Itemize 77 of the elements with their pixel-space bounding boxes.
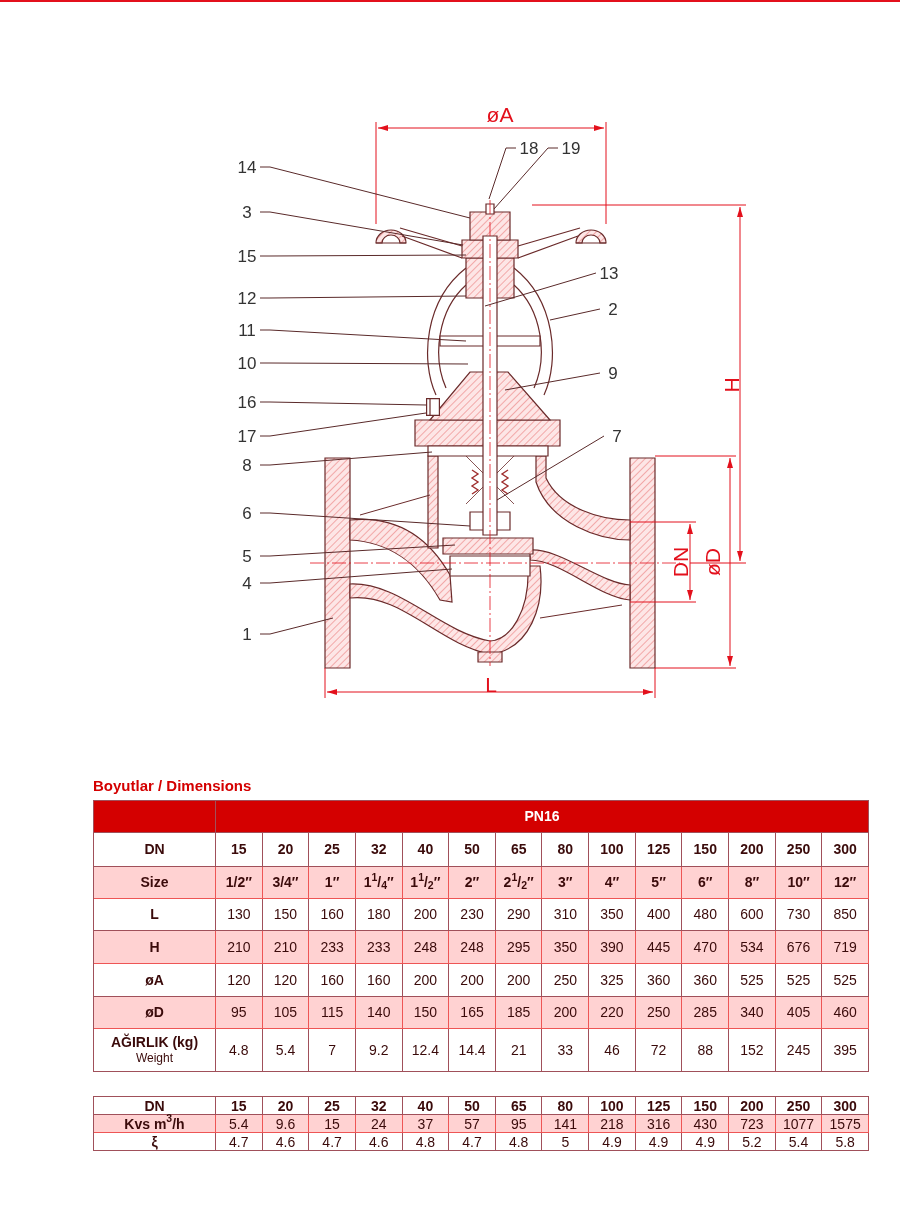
table-cell: 33 xyxy=(542,1029,590,1072)
table-cell: 4.9 xyxy=(589,1133,636,1151)
leader-line xyxy=(259,451,433,466)
table-cell: 245 xyxy=(775,1029,823,1072)
callout-number: 8 xyxy=(234,454,260,476)
callout-number: 5 xyxy=(234,545,260,567)
dimension-label: DN xyxy=(669,546,691,578)
table-cell: 5.8 xyxy=(822,1133,869,1151)
dimension-label: H xyxy=(720,377,742,393)
callout-number: 12 xyxy=(234,287,260,309)
table-cell: 7 xyxy=(309,1029,356,1072)
table-cell: 5 xyxy=(542,1133,590,1151)
callout-number: 1 xyxy=(234,623,260,645)
leader-line xyxy=(493,147,559,210)
table-cell: ξ xyxy=(94,1133,216,1151)
callout-number: 4 xyxy=(234,572,260,594)
table-cell: 12.4 xyxy=(402,1029,450,1072)
table-cell: 72 xyxy=(635,1029,683,1072)
table-cell: 5.4 xyxy=(262,1029,310,1072)
callout-number: 7 xyxy=(604,425,630,447)
leader-line xyxy=(259,254,467,257)
table-cell: 4.9 xyxy=(635,1133,683,1151)
callout-number: 17 xyxy=(234,425,260,447)
table-cell: 395 xyxy=(822,1029,869,1072)
leader-line xyxy=(259,295,467,299)
table-cell: 4.8 xyxy=(402,1133,450,1151)
leader-line xyxy=(259,568,453,584)
callout-number: 10 xyxy=(234,352,260,374)
leader-line xyxy=(484,272,597,307)
callout-number: 16 xyxy=(234,391,260,413)
callout-number: 3 xyxy=(234,201,260,223)
leader-line xyxy=(259,166,471,219)
callout-number: 19 xyxy=(558,137,584,159)
table-cell: 9.2 xyxy=(355,1029,403,1072)
dimension-label: L xyxy=(485,673,497,695)
row-label: AĞIRLIK (kg) xyxy=(110,1033,199,1052)
callout-number: 6 xyxy=(234,502,260,524)
row-sublabel: Weight xyxy=(135,1051,174,1067)
leader-line xyxy=(504,372,601,391)
table-cell: 88 xyxy=(682,1029,730,1072)
table-cell: 14.4 xyxy=(449,1029,496,1072)
table-cell: 4.8 xyxy=(216,1029,263,1072)
table-cell: 152 xyxy=(729,1029,776,1072)
callout-number: 13 xyxy=(596,262,622,284)
leader-line xyxy=(259,362,469,365)
table-title: Boyutlar / Dimensions xyxy=(93,776,252,796)
table-cell: 5.2 xyxy=(729,1133,776,1151)
dimension-label: øD xyxy=(701,548,723,576)
callout-number: 15 xyxy=(234,245,260,267)
table-cell: 46 xyxy=(589,1029,636,1072)
table-cell: 5.4 xyxy=(775,1133,823,1151)
leader-line xyxy=(259,401,427,406)
dimension-label: øA xyxy=(486,103,514,125)
callout-number: 11 xyxy=(234,319,260,341)
table-cell: 4.9 xyxy=(682,1133,730,1151)
leader-line xyxy=(496,435,605,501)
table-cell: 21 xyxy=(495,1029,543,1072)
callout-number: 14 xyxy=(234,156,260,178)
bolt-drawing xyxy=(426,398,440,416)
leader-line xyxy=(549,308,601,321)
table-cell: 4.8 xyxy=(495,1133,543,1151)
leader-line xyxy=(259,211,464,246)
table-cell: 4.7 xyxy=(216,1133,263,1151)
callout-number: 2 xyxy=(600,298,626,320)
callout-number: 18 xyxy=(516,137,542,159)
table-header-cell: PN16 xyxy=(216,801,869,833)
leader-line xyxy=(259,544,456,557)
leader-line xyxy=(259,512,471,527)
table-cell: 4.6 xyxy=(262,1133,310,1151)
leader-line xyxy=(488,147,517,200)
table-cell: 4.7 xyxy=(449,1133,496,1151)
leader-line xyxy=(259,412,427,437)
callout-number: 9 xyxy=(600,362,626,384)
leader-line xyxy=(259,617,334,635)
table-cell: 4.7 xyxy=(309,1133,356,1151)
leader-line xyxy=(259,329,467,342)
table-cell: 4.6 xyxy=(355,1133,403,1151)
